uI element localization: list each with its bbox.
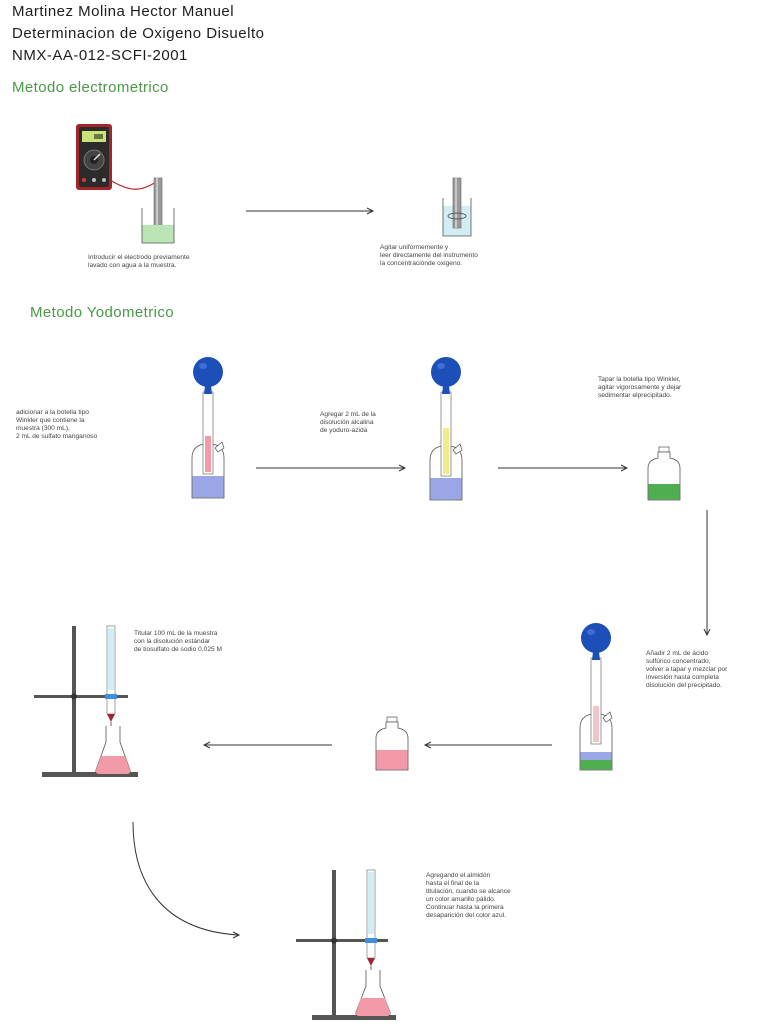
yodo-step5-text: Titular 100 mL de la muestra con la diso…: [134, 630, 222, 653]
yodo-step2-text: Agregar 2 mL de la disolución alcalina d…: [320, 411, 376, 434]
capped-winkler-bottle-pink: [375, 716, 409, 771]
capped-winkler-bottle-green: [647, 446, 681, 501]
electro-step2-text: Agitar uniformemente y leer directamente…: [380, 244, 478, 267]
bottle-stopper: [214, 441, 225, 453]
arrow-yodo-6: [132, 821, 239, 936]
arrow-yodo-5-head: [202, 741, 211, 749]
flask-liquid-pink: [95, 756, 131, 774]
yodo-step4-text: Añadir 2 mL de ácido sulfúrico concentra…: [646, 650, 728, 689]
burette-stopcock: [367, 958, 375, 966]
arrow-yodo-1-head: [398, 464, 407, 472]
stand-base: [42, 772, 138, 777]
beaker: [442, 198, 472, 237]
pipette-winkler-bottle-2: [429, 357, 463, 501]
pipette-winkler-bottle-3: [579, 623, 613, 771]
stirring-swirl: [447, 212, 467, 220]
titration-stand-1: [34, 625, 138, 777]
bottle-liquid-green: [648, 484, 680, 500]
stirred-beaker-illustration: [442, 177, 472, 237]
page-title: Determinacion de Oxigeno Disuelto: [12, 25, 265, 42]
stand-base: [312, 1015, 396, 1020]
bottle-liquid-pink: [376, 750, 408, 770]
oxygen-meter-illustration: [76, 124, 175, 244]
pipette-bulb: [431, 357, 461, 387]
bottle-liquid-blue: [192, 476, 224, 498]
meter-cable: [109, 179, 157, 190]
beaker: [141, 208, 175, 244]
pipette-winkler-bottle-1: [191, 357, 225, 499]
bottle-liquid-green: [580, 760, 612, 770]
burette-stopcock: [107, 714, 115, 722]
arrow-electro-1-head: [366, 207, 375, 215]
electrometric-heading: Metodo electrometrico: [12, 79, 169, 96]
pipette-bulb: [581, 623, 611, 653]
bottle-stopper: [602, 711, 613, 723]
bottle-liquid-blue: [580, 752, 612, 760]
stand-rod: [72, 626, 76, 774]
burette-holder: [105, 694, 117, 699]
yodo-step6-text: Agregando el almidón hasta el final de l…: [426, 872, 511, 919]
yodo-step3-text: Tapar la botella tipo Winkler, agitar vi…: [598, 376, 682, 399]
arrow-yodo-6-head: [232, 931, 241, 939]
pipette-bulb: [193, 357, 223, 387]
iodometric-heading: Metodo Yodometrico: [30, 304, 174, 321]
arrow-yodo-2-head: [620, 464, 629, 472]
bottle-cap: [658, 446, 670, 453]
pipette-liquid-pink: [205, 436, 211, 472]
beaker-liquid-green: [142, 225, 174, 243]
burette-liquid: [368, 872, 374, 934]
flask-liquid-pink: [355, 998, 391, 1016]
yodo-step1-text: adicionar a la botella tipo Winkler que …: [16, 409, 98, 440]
burette-liquid: [108, 628, 114, 690]
pipette-liquid-pink: [593, 706, 599, 742]
arrow-yodo-4-head: [423, 741, 432, 749]
bottle-cap: [386, 716, 398, 723]
arrow-yodo-3-head: [703, 628, 711, 637]
stand-clamp: [34, 695, 128, 698]
titration-stand-2: [296, 869, 396, 1020]
bottle-stopper: [452, 443, 463, 455]
burette-holder: [365, 938, 377, 943]
author-name: Martinez Molina Hector Manuel: [12, 3, 235, 20]
electro-step1-text: Introducir el electrodo previamente lava…: [88, 254, 190, 269]
bottle-liquid-blue: [430, 478, 462, 500]
stand-clamp: [296, 939, 388, 942]
pipette-liquid-yellow: [443, 428, 449, 474]
norm-code: NMX-AA-012-SCFI-2001: [12, 47, 188, 64]
